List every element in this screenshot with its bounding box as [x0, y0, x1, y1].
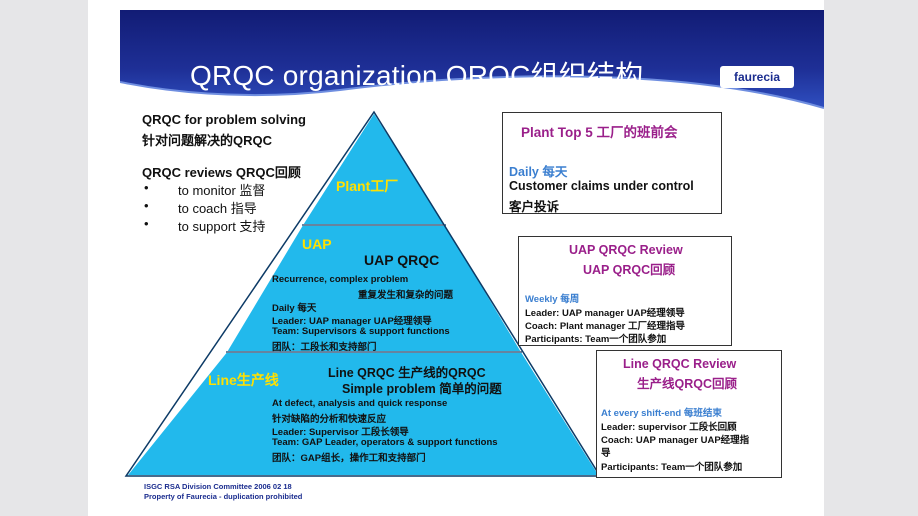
pyramid-tier-plant: [300, 110, 448, 226]
plant-top5-box: Plant Top 5 工厂的班前会 Daily 每天 Customer cla…: [502, 112, 722, 214]
plant-box-line1: Customer claims under control: [509, 179, 694, 193]
plant-tier-label: Plant工厂: [336, 178, 399, 194]
line-qrqc-title: Line QRQC 生产线的QRQC: [328, 366, 486, 380]
line-review-coach: Coach: UAP manager UAP经理指: [601, 435, 750, 446]
uap-desc-1: Recurrence, complex problem: [272, 274, 409, 285]
uap-tier-label: UAP: [302, 236, 332, 252]
uap-review-title-cn: UAP QRQC回顾: [583, 263, 676, 277]
line-desc-4: Team: GAP Leader, operators & support fu…: [272, 437, 498, 448]
uap-review-frequency: Weekly 每周: [525, 294, 580, 305]
uap-qrqc-title: UAP QRQC: [364, 252, 440, 268]
bullet-support: •to support 支持: [144, 216, 266, 234]
line-review-coach-cont: 导: [601, 448, 611, 459]
uap-desc-5: Team: Supervisors & support functions: [272, 326, 450, 337]
qrqc-purpose-en: QRQC for problem solving: [142, 112, 306, 127]
line-review-title-cn: 生产线QRQC回顾: [637, 377, 738, 391]
uap-desc-4: Leader: UAP manager UAP经理领导: [272, 316, 432, 327]
uap-review-participants: Participants: Team一个团队参加: [525, 334, 667, 345]
bullet-monitor: •to monitor 监督: [144, 180, 266, 198]
uap-review-leader: Leader: UAP manager UAP经理领导: [525, 308, 685, 319]
faurecia-logo: faurecia: [720, 66, 794, 88]
line-desc-1: At defect, analysis and quick response: [272, 398, 448, 409]
footer-line2: Property of Faurecia - duplication prohi…: [144, 492, 303, 501]
slide: QRQC organization QRQC组织结构 faurecia QRQC…: [88, 0, 824, 516]
uap-desc-3: Daily 每天: [272, 303, 317, 314]
uap-desc-2: 重复发生和复杂的问题: [358, 290, 454, 301]
page-title: QRQC organization QRQC组织结构: [190, 60, 644, 91]
pyramid-diagram: [123, 110, 602, 477]
pyramid-outline: [124, 110, 602, 477]
uap-desc-6: 团队：工段长和支持部门: [272, 342, 377, 353]
left-description: QRQC for problem solving 针对问题解决的QRQC QRQ…: [142, 112, 306, 234]
line-review-title-en: Line QRQC Review: [623, 357, 737, 371]
line-review-box: Line QRQC Review 生产线QRQC回顾 At every shif…: [596, 350, 782, 478]
banner-shape: [119, 10, 824, 109]
title-banner: QRQC organization QRQC组织结构 faurecia: [119, 10, 824, 118]
line-desc-3: Leader: Supervisor 工段长领导: [272, 427, 409, 438]
plant-box-line2: 客户投诉: [509, 200, 560, 214]
uap-review-box: UAP QRQC Review UAP QRQC回顾 Weekly 每周 Lea…: [518, 236, 732, 346]
line-tier-label: Line生产线: [208, 372, 279, 388]
line-review-leader: Leader: supervisor 工段长回顾: [601, 422, 737, 433]
plant-box-frequency: Daily 每天: [509, 165, 568, 179]
qrqc-reviews-heading: QRQC reviews QRQC回顾: [142, 165, 301, 180]
line-review-frequency: At every shift-end 每班结束: [601, 408, 722, 419]
line-review-participants: Participants: Team一个团队参加: [601, 462, 743, 473]
line-desc-5: 团队：GAP组长，操作工和支持部门: [272, 453, 426, 464]
line-qrqc-subtitle: Simple problem 简单的问题: [342, 382, 502, 396]
qrqc-purpose-cn: 针对问题解决的QRQC: [142, 133, 273, 148]
plant-box-title: Plant Top 5 工厂的班前会: [521, 125, 678, 140]
footer-line1: ISGC RSA Division Committee 2006 02 18: [144, 482, 292, 491]
bullet-coach: •to coach 指导: [144, 198, 257, 216]
uap-review-title-en: UAP QRQC Review: [569, 243, 683, 257]
uap-review-coach: Coach: Plant manager 工厂经理指导: [525, 321, 685, 332]
line-desc-2: 针对缺陷的分析和快速反应: [272, 414, 387, 425]
